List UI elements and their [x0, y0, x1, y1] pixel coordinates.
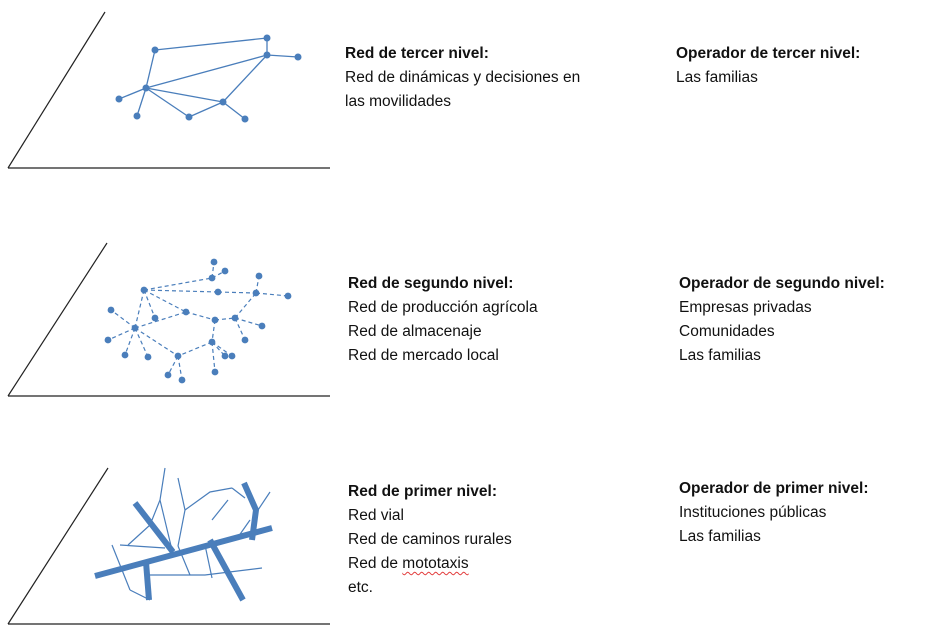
second-level-operator-line: Comunidades: [679, 323, 775, 340]
first-level-network-line: Red vial: [348, 507, 404, 524]
plane-edge-slanted: [7, 11, 106, 169]
second-level-operator-title: Operador de segundo nivel:: [679, 275, 885, 292]
second-level-operator-line: Empresas privadas: [679, 299, 812, 316]
third-level-network-text: Red de tercer nivel: Red de dinámicas y …: [345, 42, 580, 114]
second-level-network-title: Red de segundo nivel:: [348, 275, 514, 292]
first-level-operator-text: Operador de primer nivel: Instituciones …: [679, 477, 869, 549]
second-level-network-text: Red de segundo nivel: Red de producción …: [348, 272, 538, 368]
plane-first-level: [7, 467, 330, 625]
first-level-network-line: Red de caminos rurales: [348, 531, 512, 548]
plane-third-level: [7, 11, 330, 169]
first-level-network-line: etc.: [348, 579, 373, 596]
plane-edge-slanted: [7, 467, 109, 625]
spellcheck-underline: mototaxis: [402, 555, 469, 572]
second-level-network-line: Red de mercado local: [348, 347, 499, 364]
plane-second-level: [7, 242, 330, 397]
first-level-operator-line: Las familias: [679, 528, 761, 545]
plane-edge-slanted: [7, 242, 108, 397]
second-level-network-line: Red de almacenaje: [348, 323, 482, 340]
second-level-operator-line: Las familias: [679, 347, 761, 364]
third-level-operator-title: Operador de tercer nivel:: [676, 45, 861, 62]
third-level-network: [115, 34, 302, 123]
third-level-operator-text: Operador de tercer nivel: Las familias: [676, 42, 860, 90]
third-level-network-line: las movilidades: [345, 93, 451, 110]
second-level-network: [104, 258, 292, 384]
third-level-network-line: Red de dinámicas y decisiones en: [345, 69, 581, 86]
first-level-network-text: Red de primer nivel: Red vial Red de cam…: [348, 480, 512, 600]
first-level-operator-title: Operador de primer nivel:: [679, 480, 869, 497]
first-level-network-title: Red de primer nivel:: [348, 483, 498, 500]
third-level-operator-line: Las familias: [676, 69, 758, 86]
first-level-operator-line: Instituciones públicas: [679, 504, 827, 521]
second-level-operator-text: Operador de segundo nivel: Empresas priv…: [679, 272, 885, 368]
second-level-network-line: Red de producción agrícola: [348, 299, 538, 316]
first-level-network: [94, 467, 273, 602]
main-roads: [94, 481, 273, 602]
first-level-network-line: Red de mototaxis: [348, 555, 469, 572]
third-level-network-title: Red de tercer nivel:: [345, 45, 489, 62]
